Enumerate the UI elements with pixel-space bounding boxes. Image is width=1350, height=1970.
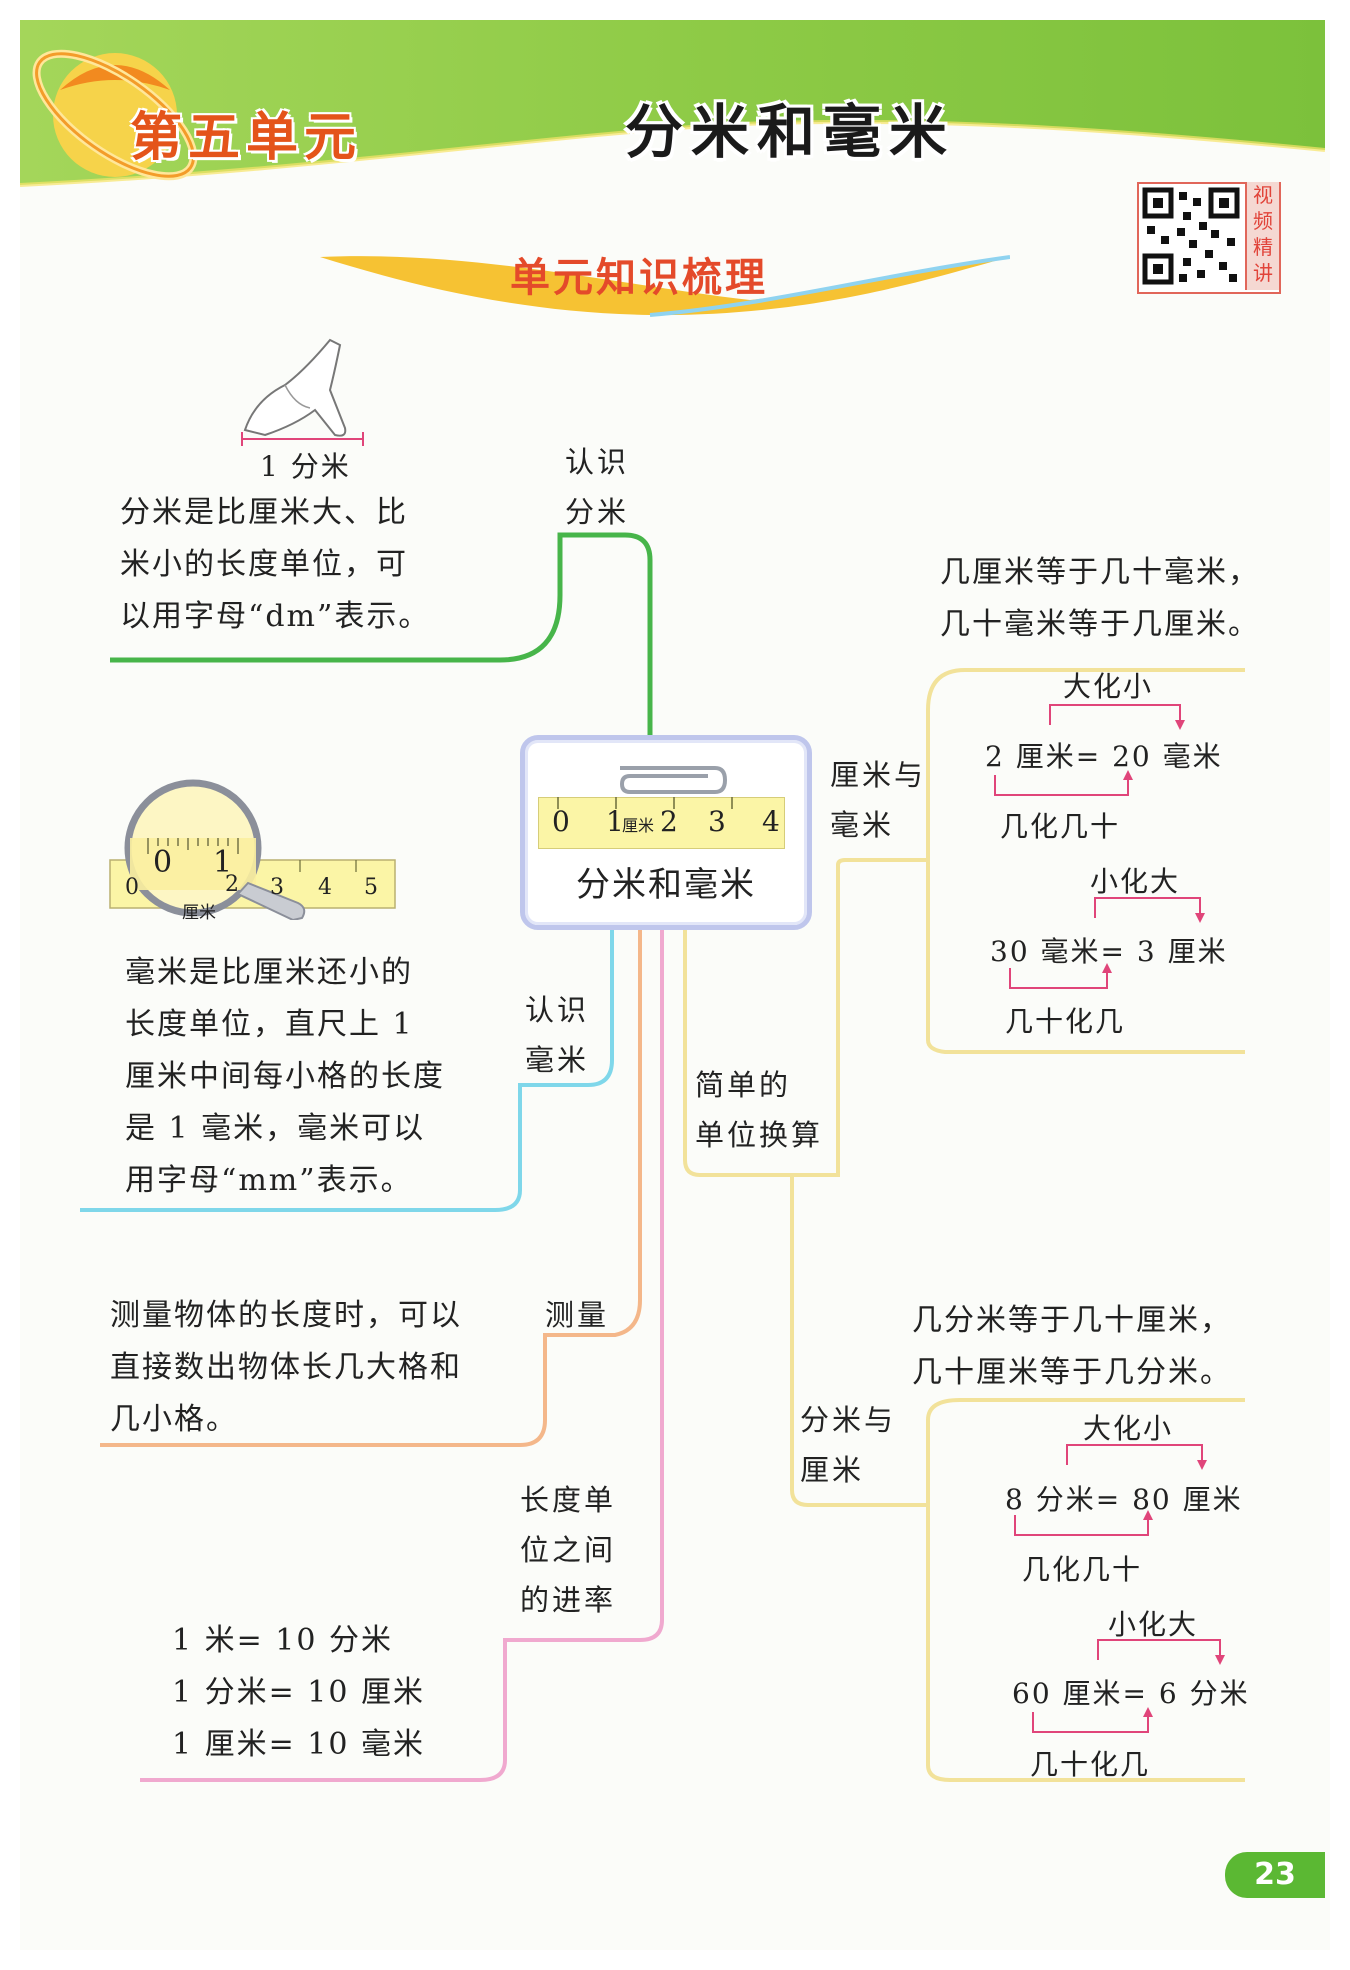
text-line: 长度单位，直尺上 1 (125, 1007, 414, 1042)
branch-label-rates: 长度单 位之间 的进率 (520, 1475, 616, 1625)
text-line: 几十毫米等于几厘米。 (940, 607, 1260, 642)
branch-label-line: 位之间 (520, 1533, 617, 1567)
qr-caption-char: 视 (1253, 183, 1273, 207)
branch-label-line: 认识 (565, 445, 630, 479)
rates-list: 1 米= 10 分米 1 分米= 10 厘米 1 厘米= 10 毫米 (172, 1615, 425, 1771)
branch-label-measure: 测量 (545, 1298, 610, 1332)
sub-branch-label-dm-cm: 分米与 厘米 (800, 1395, 896, 1495)
cm-mm-big-to-small: 大化小 (1063, 670, 1154, 703)
ruler-number: 3 (270, 875, 284, 900)
magnifier-number: 0 (153, 845, 173, 880)
sub-branch-label-cm-mm: 厘米与 毫米 (830, 750, 926, 850)
branch-label-line: 的进率 (520, 1583, 617, 1617)
ruler-number: 2 (225, 872, 239, 897)
planet-icon (32, 49, 198, 181)
qr-caption: 视 频 精 讲 (1245, 182, 1279, 290)
center-ruler-label: 1 (606, 805, 624, 838)
rate-line: 1 米= 10 分米 (172, 1623, 394, 1658)
ruler-number: 0 (125, 875, 139, 900)
text-line: 几厘米等于几十毫米， (940, 555, 1260, 590)
unit-label: 第五单元 (130, 108, 363, 168)
branch-label-conversion: 简单的 单位换算 (695, 1060, 823, 1160)
dm-cm-note-2: 几十化几 (1030, 1748, 1151, 1781)
qr-caption-char: 精 (1253, 235, 1273, 259)
hand-gesture-icon (243, 338, 347, 437)
ruler-number: 5 (364, 875, 378, 900)
branch-label-line: 分米 (565, 495, 630, 529)
cm-mm-equation-2: 30 毫米= 3 厘米 (990, 935, 1228, 968)
center-ruler-label: 0 (552, 805, 570, 838)
page-number: 23 (1225, 1852, 1325, 1898)
dm-cm-small-to-big: 小化大 (1108, 1608, 1199, 1641)
text-line: 厘米中间每小格的长度 (125, 1059, 445, 1094)
paperclip-icon (619, 766, 728, 794)
chapter-title: 分米和毫米 (625, 98, 956, 166)
dm-cm-big-to-small: 大化小 (1083, 1412, 1174, 1445)
text-line: 几分米等于几十厘米， (912, 1303, 1232, 1338)
dm-cm-equation-1: 8 分米= 80 厘米 (1005, 1483, 1243, 1516)
hand-caption: 1 分米 (260, 450, 351, 483)
cm-mm-equation-1: 2 厘米= 20 毫米 (985, 740, 1223, 773)
text-line: 以用字母“dm”表示。 (120, 599, 431, 634)
page-background (20, 20, 1330, 1950)
qr-code-icon (1139, 184, 1243, 288)
ruler-unit: 厘米 (182, 903, 216, 923)
magnifier-ruler-illustration (109, 779, 396, 920)
center-title: 分米和毫米 (576, 865, 756, 905)
branch-label-line: 厘米与 (830, 758, 927, 792)
cm-mm-rule: 几厘米等于几十毫米， 几十毫米等于几厘米。 (940, 547, 1260, 651)
branch-label-millimeter: 认识 毫米 (525, 985, 589, 1085)
branch-label-line: 毫米 (830, 808, 895, 842)
center-ruler-label: 4 (762, 805, 780, 838)
center-ruler-label: 3 (708, 805, 726, 838)
qr-caption-char: 讲 (1253, 261, 1273, 285)
section-title: 单元知识梳理 (510, 255, 768, 301)
text-line: 是 1 毫米，毫米可以 (125, 1111, 426, 1146)
branch-label-decimeter: 认识 分米 (565, 437, 629, 537)
branch-label-line: 认识 (525, 993, 590, 1027)
decimeter-description: 分米是比厘米大、比 米小的长度单位，可 以用字母“dm”表示。 (120, 487, 430, 643)
cm-mm-note-2: 几十化几 (1005, 1005, 1126, 1038)
text-line: 几十厘米等于几分米。 (912, 1355, 1232, 1390)
text-line: 分米是比厘米大、比 (120, 495, 408, 530)
rate-line: 1 厘米= 10 毫米 (172, 1727, 426, 1762)
text-line: 用字母“mm”表示。 (125, 1163, 413, 1198)
center-ruler-unit: 厘米 (622, 816, 655, 835)
branch-label-line: 毫米 (525, 1043, 590, 1077)
dm-cm-equation-2: 60 厘米= 6 分米 (1012, 1677, 1250, 1710)
dimension-line (241, 432, 364, 446)
branch-label-line: 单位换算 (695, 1118, 824, 1152)
header-banner (20, 20, 1325, 187)
millimeter-description: 毫米是比厘米还小的 长度单位，直尺上 1 厘米中间每小格的长度 是 1 毫米，毫… (125, 947, 445, 1207)
text-line: 米小的长度单位，可 (120, 547, 408, 582)
dm-cm-rule: 几分米等于几十厘米， 几十厘米等于几分米。 (912, 1295, 1232, 1399)
text-line: 几小格。 (110, 1402, 238, 1437)
branch-label-line: 简单的 (695, 1068, 792, 1102)
ruler-number: 4 (318, 875, 332, 900)
qr-caption-char: 频 (1253, 209, 1273, 233)
rate-line: 1 分米= 10 厘米 (172, 1675, 426, 1710)
measure-description: 测量物体的长度时，可以 直接数出物体长几大格和 几小格。 (110, 1290, 462, 1446)
text-line: 毫米是比厘米还小的 (125, 955, 413, 990)
magnifier-number: 1 (213, 845, 233, 880)
section-title-swoosh (320, 255, 1010, 317)
cm-mm-small-to-big: 小化大 (1090, 865, 1181, 898)
dm-cm-note-1: 几化几十 (1022, 1553, 1143, 1586)
text-line: 直接数出物体长几大格和 (110, 1350, 462, 1385)
branch-label-line: 厘米 (800, 1453, 865, 1487)
branch-label-line: 长度单 (520, 1483, 617, 1517)
cm-mm-note-1: 几化几十 (1000, 810, 1121, 843)
branch-label-line: 分米与 (800, 1403, 897, 1437)
center-ruler (538, 797, 785, 849)
text-line: 测量物体的长度时，可以 (110, 1298, 462, 1333)
center-ruler-ticks (557, 797, 733, 809)
center-ruler-label: 2 (660, 805, 678, 838)
